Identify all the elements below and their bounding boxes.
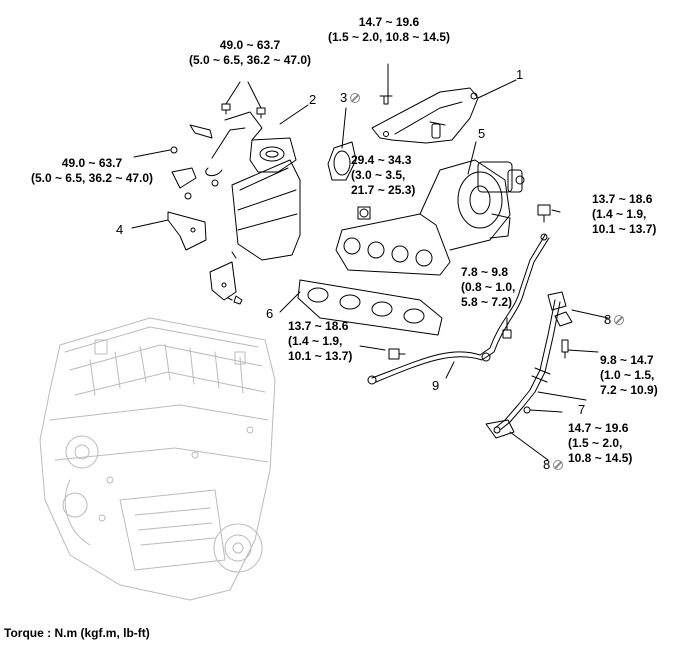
torque-conversion: (0.8 ~ 1.0, — [461, 280, 516, 294]
bracket-lower — [167, 211, 207, 251]
torque-conversion: (1.4 ~ 1.9, — [288, 334, 343, 348]
torque-label-manifold-nut: 29.4 ~ 34.3 (3.0 ~ 3.5, 21.7 ~ 25.3) — [351, 153, 415, 198]
oil-feed-pipe — [371, 234, 546, 379]
torque-label-catalyst-side: 49.0 ~ 63.7 (5.0 ~ 6.5, 36.2 ~ 47.0) — [22, 156, 162, 186]
torque-conversion: 7.2 ~ 10.9) — [600, 383, 658, 397]
parts-linework — [131, 63, 609, 461]
engine-block-outline — [39, 317, 276, 601]
part-number-5: 5 — [478, 126, 486, 141]
torque-conversion: (5.0 ~ 6.5, 36.2 ~ 47.0) — [188, 53, 312, 67]
torque-value: 13.7 ~ 18.6 — [288, 319, 349, 333]
torque-value: 49.0 ~ 63.7 — [219, 38, 281, 52]
torque-conversion: (1.5 ~ 2.0, 10.8 ~ 14.5) — [327, 30, 451, 44]
part-number-1: 1 — [516, 67, 524, 82]
torque-conversion: 10.1 ~ 13.7) — [592, 222, 657, 236]
torque-conversion: (1.5 ~ 2.0, — [568, 436, 623, 450]
torque-conversion: (1.4 ~ 1.9, — [592, 207, 647, 221]
part-number-8-lower: 8 — [543, 457, 551, 472]
oil-return-pipe — [494, 299, 556, 429]
torque-conversion: 21.7 ~ 25.3) — [351, 183, 416, 197]
torque-label-oil-feed-mid: 7.8 ~ 9.8 (0.8 ~ 1.0, 5.8 ~ 7.2) — [461, 265, 515, 310]
torque-label-catalyst-upper: 49.0 ~ 63.7 (5.0 ~ 6.5, 36.2 ~ 47.0) — [180, 38, 320, 68]
no-reuse-icon — [350, 93, 360, 103]
torque-conversion: (5.0 ~ 6.5, 36.2 ~ 47.0) — [30, 171, 154, 185]
torque-label-oil-feed-upper: 13.7 ~ 18.6 (1.4 ~ 1.9, 10.1 ~ 13.7) — [592, 192, 656, 237]
leader-lines — [131, 63, 609, 461]
heat-shield — [371, 87, 479, 144]
heat-shield-bolt — [379, 95, 393, 105]
part-number-9: 9 — [432, 378, 440, 393]
support-bracket — [209, 261, 237, 301]
torque-conversion: 10.8 ~ 14.5) — [568, 451, 633, 465]
exhaust-manifold-turbo — [335, 159, 525, 276]
torque-conversion: 5.8 ~ 7.2) — [461, 295, 513, 309]
part-number-6: 6 — [266, 306, 274, 321]
torque-value: 13.7 ~ 18.6 — [592, 192, 653, 206]
torque-value: 49.0 ~ 63.7 — [61, 156, 123, 170]
torque-label-heat-shield-bolt: 14.7 ~ 19.6 (1.5 ~ 2.0, 10.8 ~ 14.5) — [326, 15, 452, 45]
oil-gasket-upper — [554, 311, 573, 327]
turbo-gasket — [327, 141, 357, 181]
torque-label-oil-feed-lower: 13.7 ~ 18.6 (1.4 ~ 1.9, 10.1 ~ 13.7) — [288, 319, 352, 364]
part-number-2: 2 — [309, 92, 317, 107]
part-number-8-upper: 8 — [604, 312, 612, 327]
torque-units-footnote: Torque : N.m (kgf.m, lb-ft) — [4, 626, 150, 640]
torque-value: 7.8 ~ 9.8 — [461, 265, 509, 279]
part-number-7: 7 — [578, 402, 586, 417]
torque-value: 9.8 ~ 14.7 — [600, 353, 654, 367]
bracket-upper — [171, 167, 197, 189]
torque-value: 14.7 ~ 19.6 — [358, 15, 420, 29]
torque-label-oil-return: 9.8 ~ 14.7 (1.0 ~ 1.5, 7.2 ~ 10.9) — [600, 353, 658, 398]
torque-label-oil-return-lower: 14.7 ~ 19.6 (1.5 ~ 2.0, 10.8 ~ 14.5) — [568, 421, 632, 466]
part-number-3: 3 — [340, 90, 348, 105]
no-reuse-icon — [553, 460, 563, 470]
torque-value: 29.4 ~ 34.3 — [351, 153, 412, 167]
torque-conversion: (1.0 ~ 1.5, — [600, 368, 655, 382]
torque-value: 14.7 ~ 19.6 — [568, 421, 629, 435]
no-reuse-icon — [614, 315, 624, 325]
catalytic-converter — [189, 111, 301, 261]
manifold-gasket — [297, 279, 443, 336]
part-number-4: 4 — [116, 222, 124, 237]
torque-conversion: (3.0 ~ 3.5, — [351, 168, 406, 182]
torque-conversion: 10.1 ~ 13.7) — [288, 349, 353, 363]
